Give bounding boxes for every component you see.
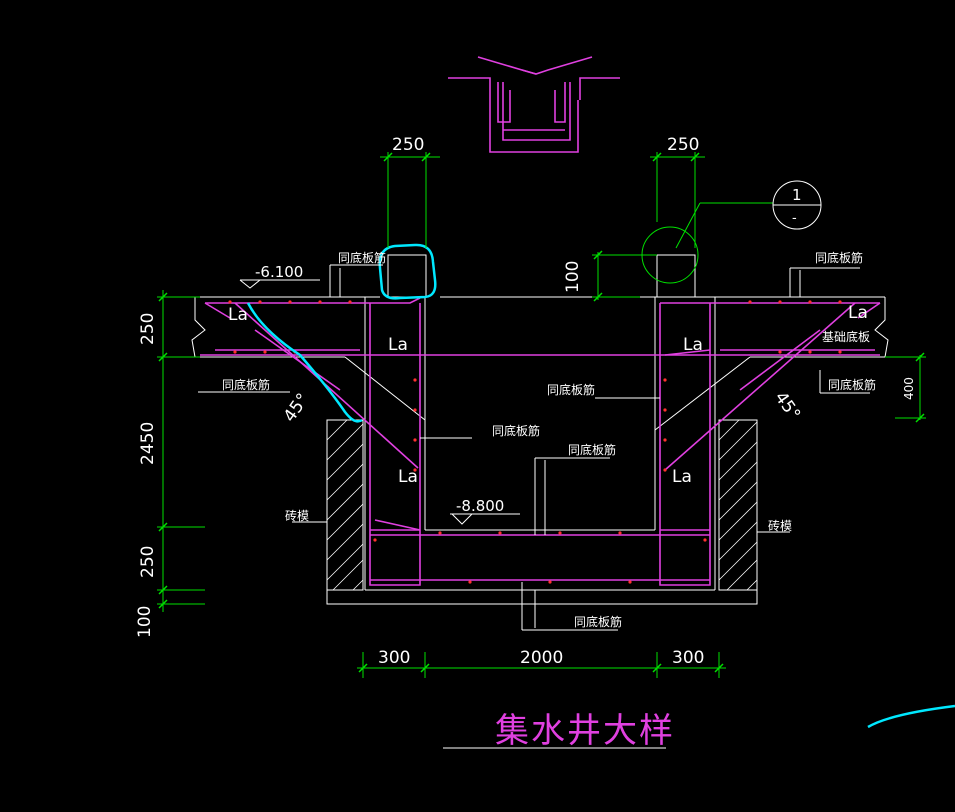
elevation-bottom: -8.800 (456, 497, 504, 515)
markup-strokes (246, 243, 955, 729)
label-same-rebar-4: 同底板筋 (828, 377, 876, 392)
elevation-texts: -6.100 -8.800 (255, 263, 504, 515)
dimension-texts: 250 250 100 250 2450 250 100 400 300 200… (135, 135, 916, 668)
elevation-top: -6.100 (255, 263, 303, 281)
label-same-rebar-6: 同底板筋 (492, 423, 540, 438)
label-same-rebar-8: 同底板筋 (574, 614, 622, 629)
label-same-rebar-1: 同底板筋 (338, 250, 386, 265)
top-rebar-detail (448, 56, 620, 153)
label-same-rebar-7: 同底板筋 (568, 442, 616, 457)
dimension-ticks (158, 152, 925, 673)
label-brick-form-right: 砖模 (768, 518, 792, 533)
label-la-3: La (398, 467, 418, 487)
label-same-rebar-5: 同底板筋 (547, 382, 595, 397)
label-la-6: La (672, 467, 692, 487)
dim-bottom-2000: 2000 (520, 648, 563, 668)
label-la-4: La (848, 303, 868, 323)
brick-hatching (326, 419, 758, 591)
dim-top-left: 250 (392, 135, 424, 155)
dim-right-400: 400 (902, 377, 916, 400)
concrete-outline (160, 254, 889, 605)
label-leaders (198, 264, 870, 749)
dim-right-height: 100 (563, 261, 583, 293)
label-angle-right: 45° (770, 388, 804, 424)
section-mark-sub: - (792, 211, 797, 226)
dim-left-250-top: 250 (138, 313, 158, 345)
drawing-title: 集水井大样 (495, 711, 675, 751)
dim-left-100: 100 (135, 606, 155, 638)
section-marks (641, 180, 822, 284)
annotation-texts: 同底板筋 同底板筋 同底板筋 同底板筋 同底板筋 同底板筋 同底板筋 同底板筋 … (222, 250, 876, 629)
label-angle-left: 45° (280, 390, 314, 426)
dim-bottom-300-left: 300 (378, 648, 410, 668)
section-mark-texts: 1 - (792, 186, 802, 226)
dim-left-250-bottom: 250 (138, 546, 158, 578)
label-la-1: La (228, 305, 248, 325)
dim-left-2450: 2450 (138, 422, 158, 465)
label-foundation-slab: 基础底板 (822, 329, 870, 344)
label-la-2: La (388, 335, 408, 355)
label-brick-form-left: 砖模 (285, 508, 309, 523)
dim-bottom-300-right: 300 (672, 648, 704, 668)
rebar-dots (228, 300, 842, 584)
dim-top-right: 250 (667, 135, 699, 155)
rebar-lines (200, 297, 881, 586)
label-same-rebar-3: 同底板筋 (222, 377, 270, 392)
section-mark-number: 1 (792, 186, 802, 204)
label-la-5: La (683, 335, 703, 355)
dimension-lines (157, 152, 926, 678)
label-same-rebar-2: 同底板筋 (815, 250, 863, 265)
